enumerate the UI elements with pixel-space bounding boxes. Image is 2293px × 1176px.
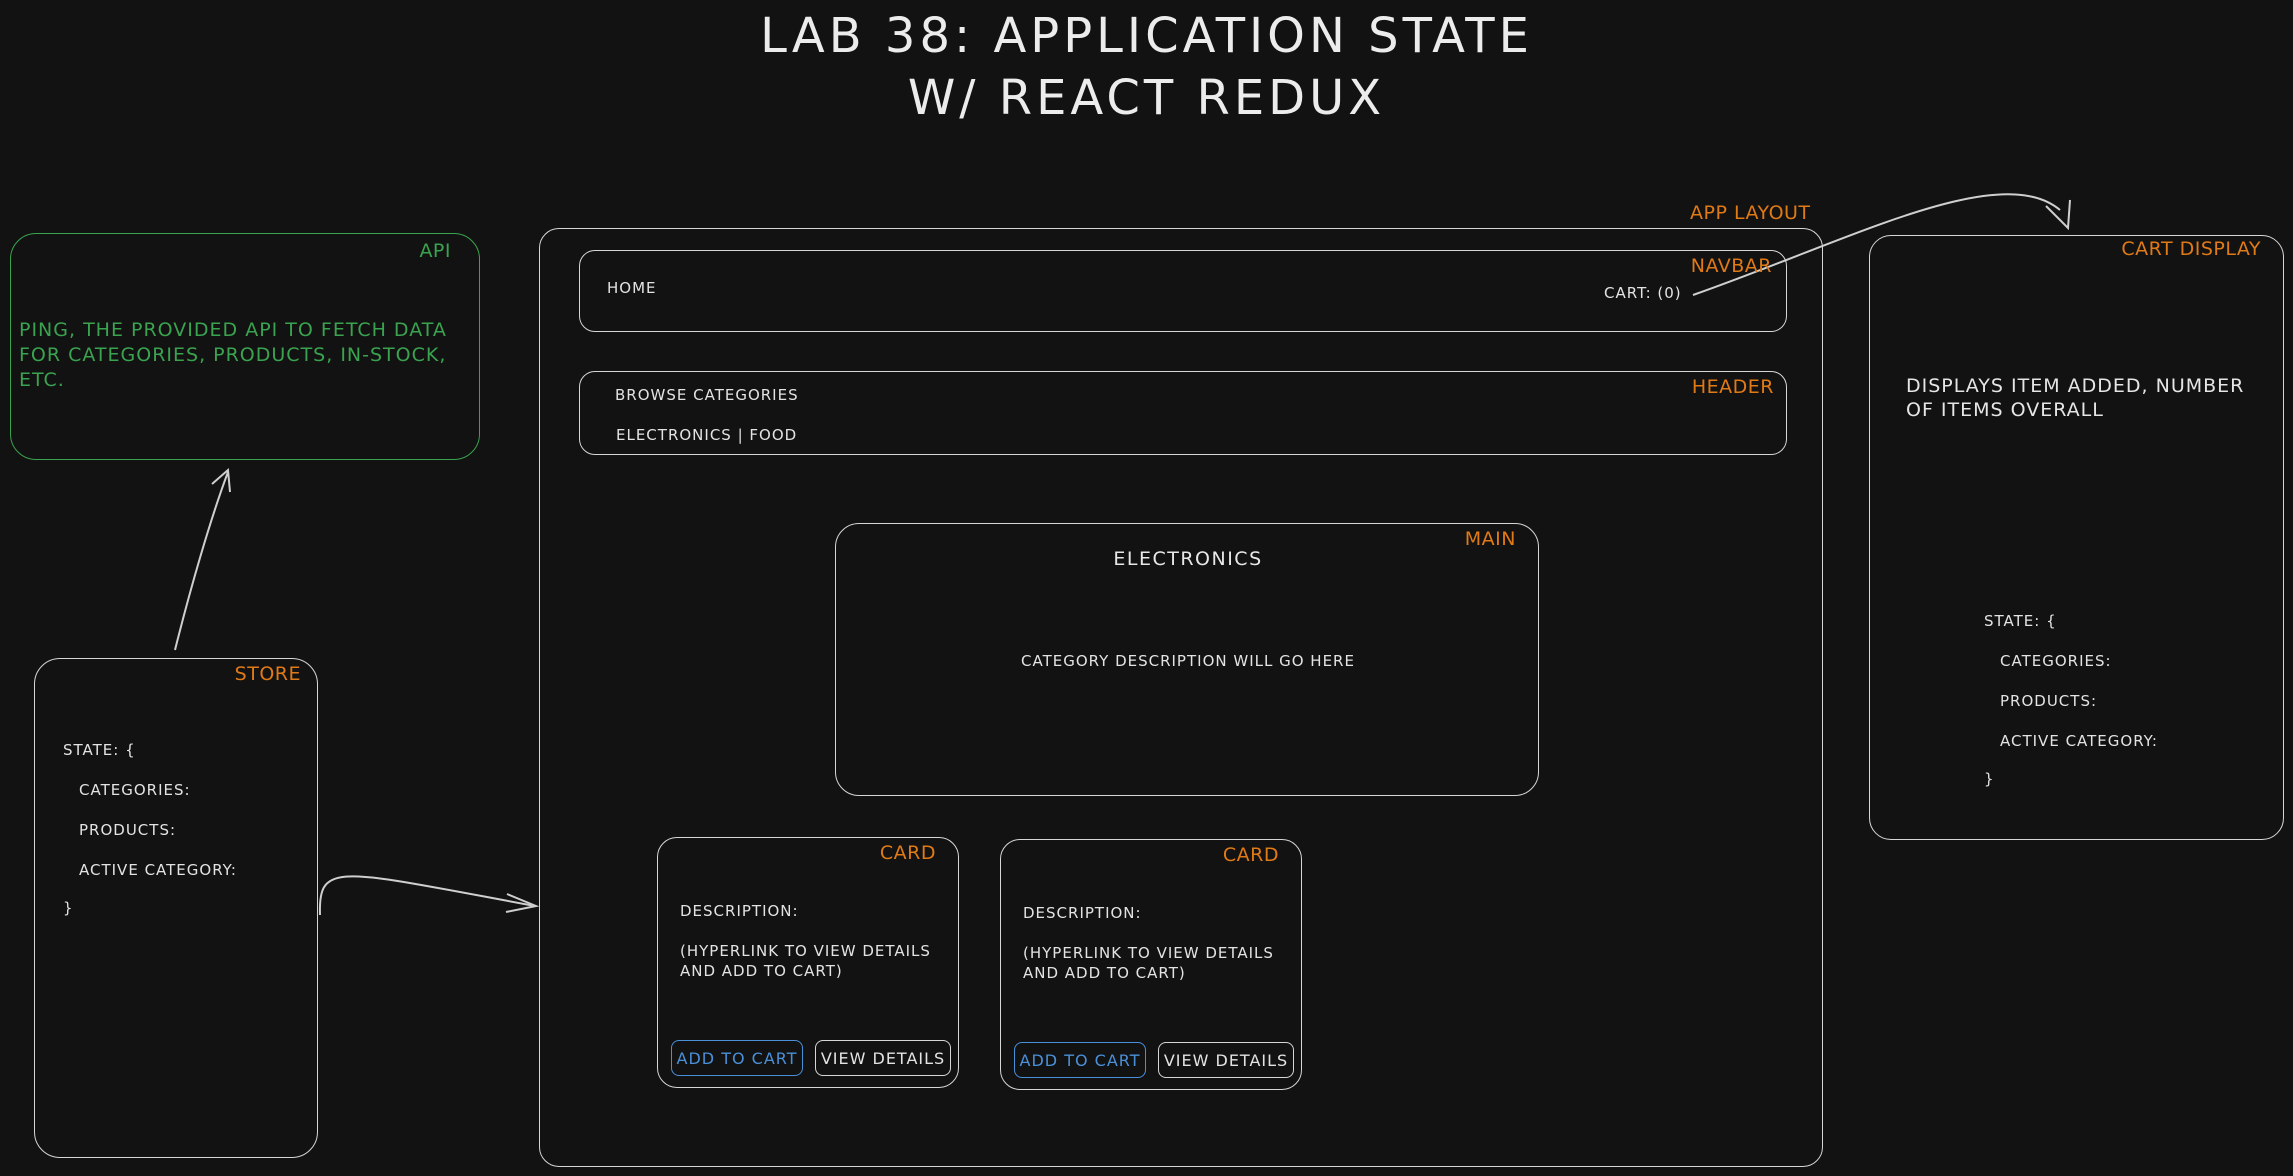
navbar-home-link[interactable]: HOME xyxy=(607,279,657,297)
navbar-cart-link[interactable]: CART: (0) xyxy=(1604,284,1682,302)
card-label: CARD xyxy=(1222,844,1279,866)
store-state-active-category: ACTIVE CATEGORY: xyxy=(79,861,237,879)
cart-display-label: CART DISPLAY xyxy=(2121,238,2261,260)
card-hyperlink-note-line1: (HYPERLINK TO VIEW DETAILS xyxy=(1023,944,1274,962)
cart-display-text-line2: OF ITEMS OVERALL xyxy=(1906,399,2104,421)
app-layout-box xyxy=(539,228,1823,1167)
api-label: API xyxy=(419,240,451,262)
cart-display-box: CART DISPLAY DISPLAYS ITEM ADDED, NUMBER… xyxy=(1869,235,2284,840)
store-state-close: } xyxy=(63,899,74,917)
cart-state-products: PRODUCTS: xyxy=(2000,692,2098,710)
main-category-heading: ELECTRONICS xyxy=(1113,548,1263,570)
api-description: PING, THE PROVIDED API TO FETCH DATA FOR… xyxy=(19,319,447,391)
cart-state-open: STATE: { xyxy=(1984,612,2057,630)
arrowhead-cart-to-display xyxy=(2045,199,2071,231)
cart-display-text-line1: DISPLAYS ITEM ADDED, NUMBER xyxy=(1906,375,2245,397)
api-box: API PING, THE PROVIDED API TO FETCH DATA… xyxy=(10,233,480,460)
app-layout-label: APP LAYOUT xyxy=(1690,202,1811,224)
product-card: CARD DESCRIPTION: (HYPERLINK TO VIEW DET… xyxy=(657,837,959,1088)
main-category-description: CATEGORY DESCRIPTION WILL GO HERE xyxy=(1021,652,1355,670)
card-hyperlink-note-line2: AND ADD TO CART) xyxy=(680,962,843,980)
header-category-links[interactable]: ELECTRONICS | FOOD xyxy=(616,426,798,444)
diagram-title-line1: LAB 38: APPLICATION STATE xyxy=(760,8,1533,64)
store-box: STORE STATE: { CATEGORIES: PRODUCTS: ACT… xyxy=(34,658,318,1158)
card-description: DESCRIPTION: xyxy=(680,902,799,920)
arrowhead-store-to-app xyxy=(505,893,540,913)
store-state-products: PRODUCTS: xyxy=(79,821,177,839)
arrowhead-store-to-api xyxy=(211,467,231,493)
header: HEADER BROWSE CATEGORIES ELECTRONICS | F… xyxy=(579,371,1787,455)
store-state-open: STATE: { xyxy=(63,741,136,759)
card-description: DESCRIPTION: xyxy=(1023,904,1142,922)
arrow-cart-to-display xyxy=(1692,193,2061,296)
navbar-label: NAVBAR xyxy=(1690,255,1772,277)
add-to-cart-button[interactable]: ADD TO CART xyxy=(671,1040,803,1076)
navbar: NAVBAR HOME CART: (0) xyxy=(579,250,1787,332)
card-label: CARD xyxy=(879,842,936,864)
store-label: STORE xyxy=(234,663,301,685)
view-details-button[interactable]: VIEW DETAILS xyxy=(815,1040,951,1076)
main-label: MAIN xyxy=(1464,528,1516,550)
main-section: MAIN ELECTRONICS CATEGORY DESCRIPTION WI… xyxy=(835,523,1539,796)
store-state-categories: CATEGORIES: xyxy=(79,781,191,799)
arrow-store-to-api xyxy=(174,471,229,651)
card-hyperlink-note-line1: (HYPERLINK TO VIEW DETAILS xyxy=(680,942,931,960)
card-hyperlink-note-line2: AND ADD TO CART) xyxy=(1023,964,1186,982)
cart-state-active-category: ACTIVE CATEGORY: xyxy=(2000,732,2158,750)
diagram-title-line2: W/ REACT REDUX xyxy=(907,70,1386,126)
header-browse-categories: BROWSE CATEGORIES xyxy=(615,386,799,404)
cart-state-categories: CATEGORIES: xyxy=(2000,652,2112,670)
arrow-store-to-app xyxy=(318,875,536,916)
add-to-cart-button[interactable]: ADD TO CART xyxy=(1014,1042,1146,1078)
cart-state-close: } xyxy=(1984,770,1995,788)
product-card: CARD DESCRIPTION: (HYPERLINK TO VIEW DET… xyxy=(1000,839,1302,1090)
header-label: HEADER xyxy=(1691,376,1774,398)
view-details-button[interactable]: VIEW DETAILS xyxy=(1158,1042,1294,1078)
